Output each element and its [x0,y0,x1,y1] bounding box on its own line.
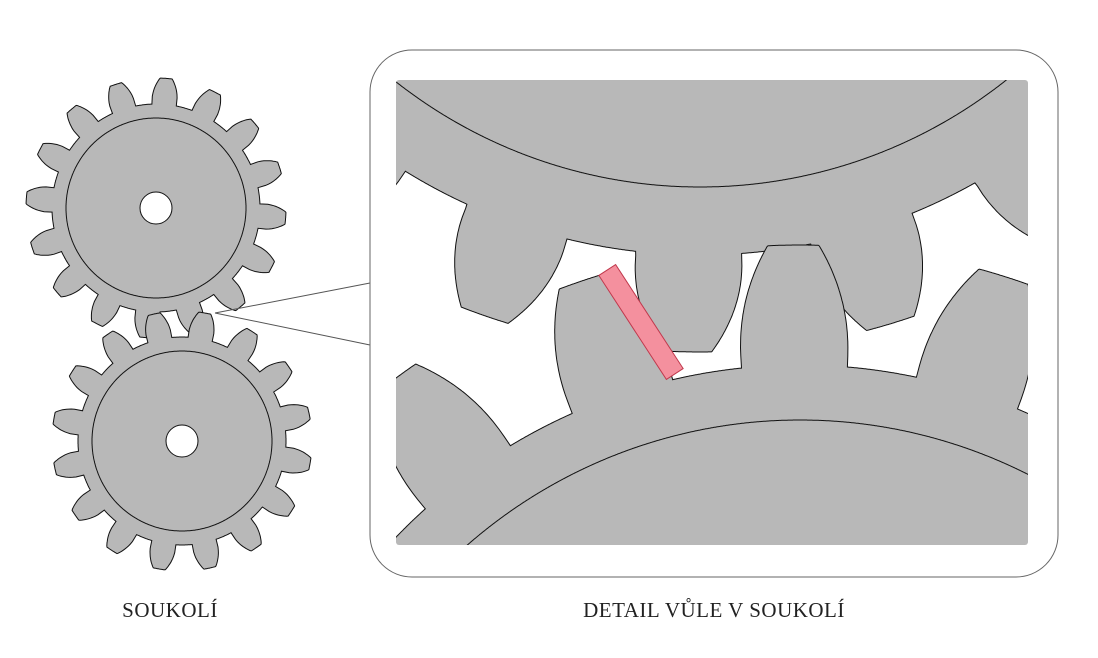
shaft-hole [139,191,173,225]
backlash-marker [598,263,684,381]
pitch-circle [396,419,1028,545]
pitch-circle [396,80,1028,188]
callout-line-bottom [214,312,371,346]
callout-line-top [214,282,371,314]
detail-gear-top [396,80,1028,353]
gear-top [25,77,287,339]
gearset [25,77,312,571]
gear-body [396,244,1028,545]
pitch-circle [91,350,273,532]
detail-gear-bottom [396,244,1028,545]
pitch-circle [65,117,247,299]
shaft-hole [165,424,199,458]
gearset-label: SOUKOLÍ [122,598,218,622]
gear-bottom [52,311,312,571]
detail-label: DETAIL VŮLE V SOUKOLÍ [583,598,845,622]
gear-body [396,80,1028,353]
detail-view [396,80,1028,545]
